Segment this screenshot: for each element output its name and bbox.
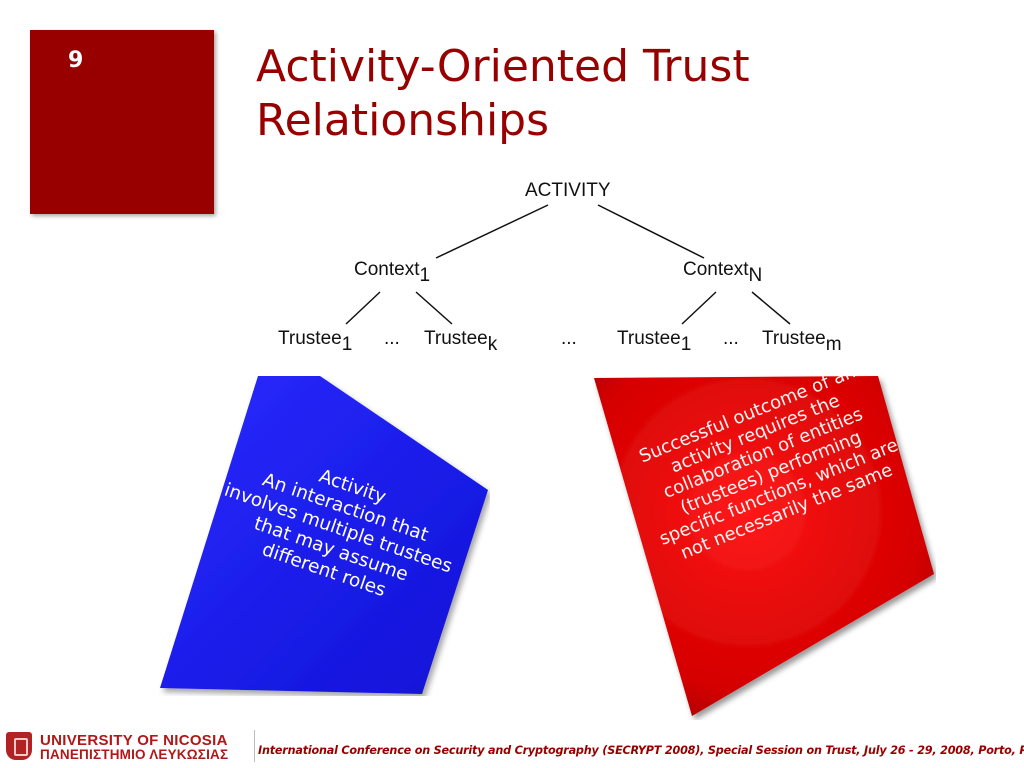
tree-trustee-m: Trusteem bbox=[762, 328, 842, 355]
tree-context-right: ContextN bbox=[683, 259, 763, 286]
edge-context-left-trustee-1 bbox=[345, 291, 381, 325]
edge-context-right-trustee-m bbox=[751, 291, 791, 325]
tree-ellipsis-3: ... bbox=[723, 328, 739, 349]
edge-context-right-trustee-1 bbox=[681, 291, 717, 325]
tree-trustee-k: Trusteek bbox=[424, 328, 498, 355]
title-line-1: Activity-Oriented Trust bbox=[256, 41, 750, 92]
tree-trustee-1-right: Trustee1 bbox=[617, 328, 692, 355]
logo-text-english: UNIVERSITY OF NICOSIA bbox=[40, 732, 228, 749]
edge-context-left-trustee-k bbox=[415, 291, 453, 325]
tree-context-left: Context1 bbox=[354, 259, 431, 286]
outcome-shape bbox=[594, 376, 934, 716]
title-line-2: Relationships bbox=[256, 95, 550, 146]
slide-title: Activity-Oriented Trust Relationships bbox=[256, 40, 956, 148]
edge-root-context-left bbox=[435, 204, 549, 259]
university-logo: UNIVERSITY OF NICOSIA ΠΑΝΕΠΙΣΤΗΜΙΟ ΛΕΥΚΩ… bbox=[6, 730, 255, 762]
slide-number-box: 9 bbox=[30, 30, 214, 214]
edge-root-context-right bbox=[597, 204, 705, 259]
tree-ellipsis-2: ... bbox=[561, 328, 577, 349]
tree-trustee-1-left: Trustee1 bbox=[278, 328, 353, 355]
logo-text-greek: ΠΑΝΕΠΙΣΤΗΜΙΟ ΛΕΥΚΩΣΙΑΣ bbox=[40, 747, 229, 762]
activity-definition-shape bbox=[160, 376, 488, 694]
slide-number: 9 bbox=[68, 48, 84, 73]
tree-root-activity: ACTIVITY bbox=[525, 180, 611, 201]
conference-footer: International Conference on Security and… bbox=[258, 744, 1024, 757]
tree-ellipsis-1: ... bbox=[384, 328, 400, 349]
university-crest-icon bbox=[6, 732, 32, 760]
